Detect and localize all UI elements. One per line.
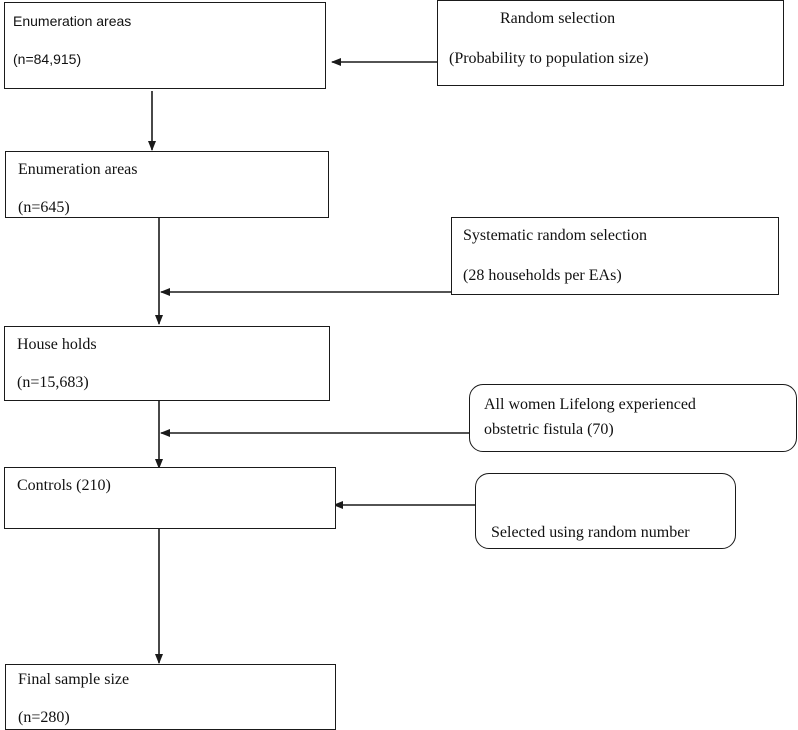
enumeration-areas-selected-count: (n=645) xyxy=(18,199,70,216)
enumeration-areas-all-title: Enumeration areas xyxy=(13,13,132,29)
controls-box: Controls (210) xyxy=(4,467,336,529)
households-box: House holds (n=15,683) xyxy=(4,326,330,401)
random-selection-box: Random selection (Probability to populat… xyxy=(437,0,784,86)
final-sample-count: (n=280) xyxy=(18,709,70,726)
enumeration-areas-all-box: Enumeration areas (n=84,915) xyxy=(4,2,326,89)
enumeration-areas-selected-title: Enumeration areas xyxy=(18,161,138,178)
enumeration-areas-selected-box: Enumeration areas (n=645) xyxy=(5,151,329,218)
random-number-text: Selected using random number xyxy=(491,524,690,541)
households-count: (n=15,683) xyxy=(17,374,89,391)
fistula-cases-box: All women Lifelong experienced obstetric… xyxy=(469,384,797,452)
final-sample-box: Final sample size (n=280) xyxy=(5,664,336,730)
final-sample-title: Final sample size xyxy=(18,671,130,688)
controls-title: Controls (210) xyxy=(17,477,111,494)
fistula-cases-line1: All women Lifelong experienced xyxy=(484,396,696,413)
systematic-selection-detail: (28 households per EAs) xyxy=(463,267,622,284)
households-title: House holds xyxy=(17,336,97,353)
random-selection-method: (Probability to population size) xyxy=(449,50,649,67)
random-selection-title: Random selection xyxy=(500,10,616,27)
enumeration-areas-all-count: (n=84,915) xyxy=(13,51,82,67)
systematic-selection-title: Systematic random selection xyxy=(463,227,647,244)
fistula-cases-line2: obstetric fistula (70) xyxy=(484,421,614,438)
systematic-selection-box: Systematic random selection (28 househol… xyxy=(451,217,779,295)
random-number-box: Selected using random number xyxy=(475,473,736,549)
